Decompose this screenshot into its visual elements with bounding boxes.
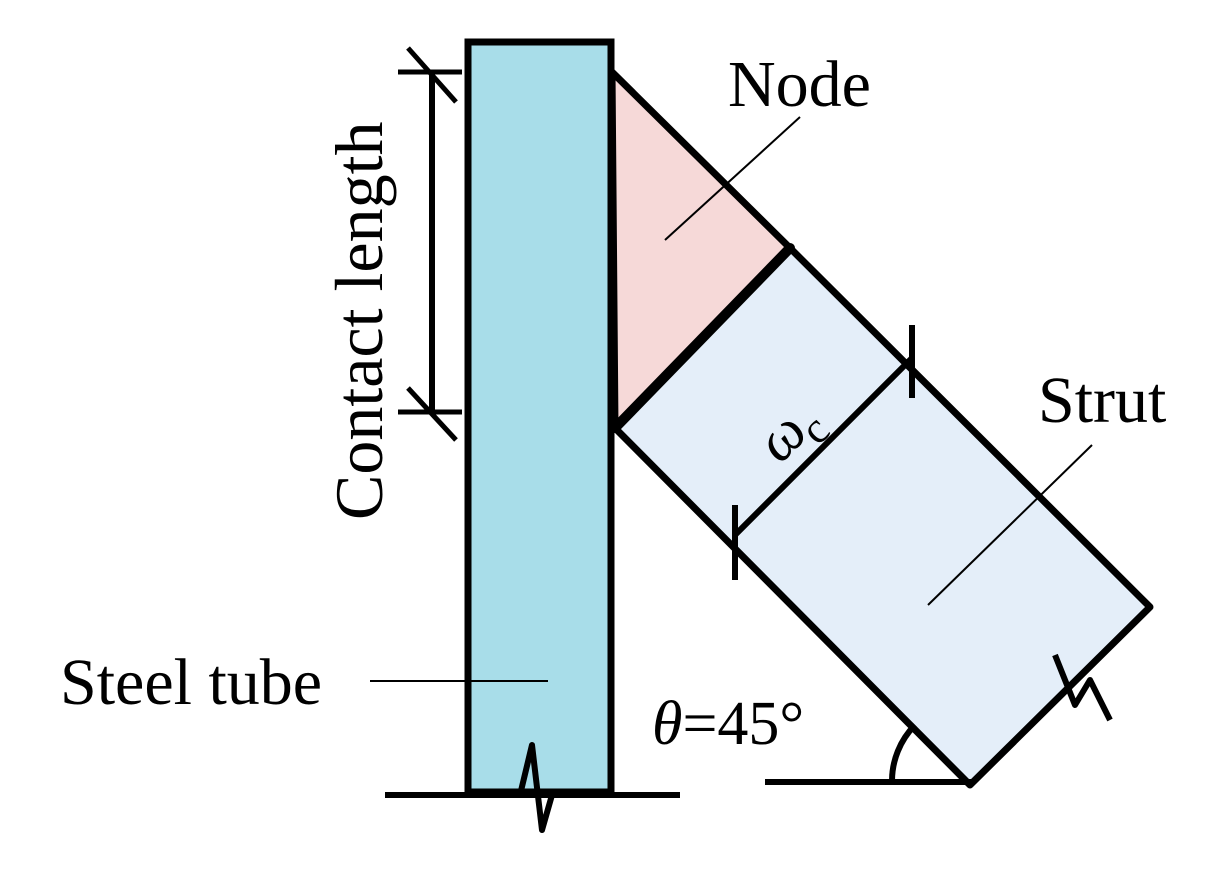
node-label: Node xyxy=(728,48,871,121)
steel-tube xyxy=(464,38,615,796)
angle-arc xyxy=(888,722,918,783)
contact-length-label: Contact length xyxy=(321,122,397,520)
angle-label: θ=45° xyxy=(652,690,804,758)
strut-width-dimension-line xyxy=(732,355,915,538)
contact-length-tick-bottom xyxy=(406,386,458,442)
node-strut-boundary xyxy=(610,243,795,433)
strut-break-symbol xyxy=(1052,653,1113,722)
tube-break-symbol xyxy=(517,742,555,833)
steel-tube-label: Steel tube xyxy=(60,646,322,719)
strut-leader-line xyxy=(927,444,1093,606)
strut-label: Strut xyxy=(1038,364,1166,437)
angle-value: =45° xyxy=(682,690,804,758)
angle-symbol: θ xyxy=(652,690,682,758)
contact-length-tick-top xyxy=(406,46,458,104)
node-leader-line xyxy=(664,116,801,241)
